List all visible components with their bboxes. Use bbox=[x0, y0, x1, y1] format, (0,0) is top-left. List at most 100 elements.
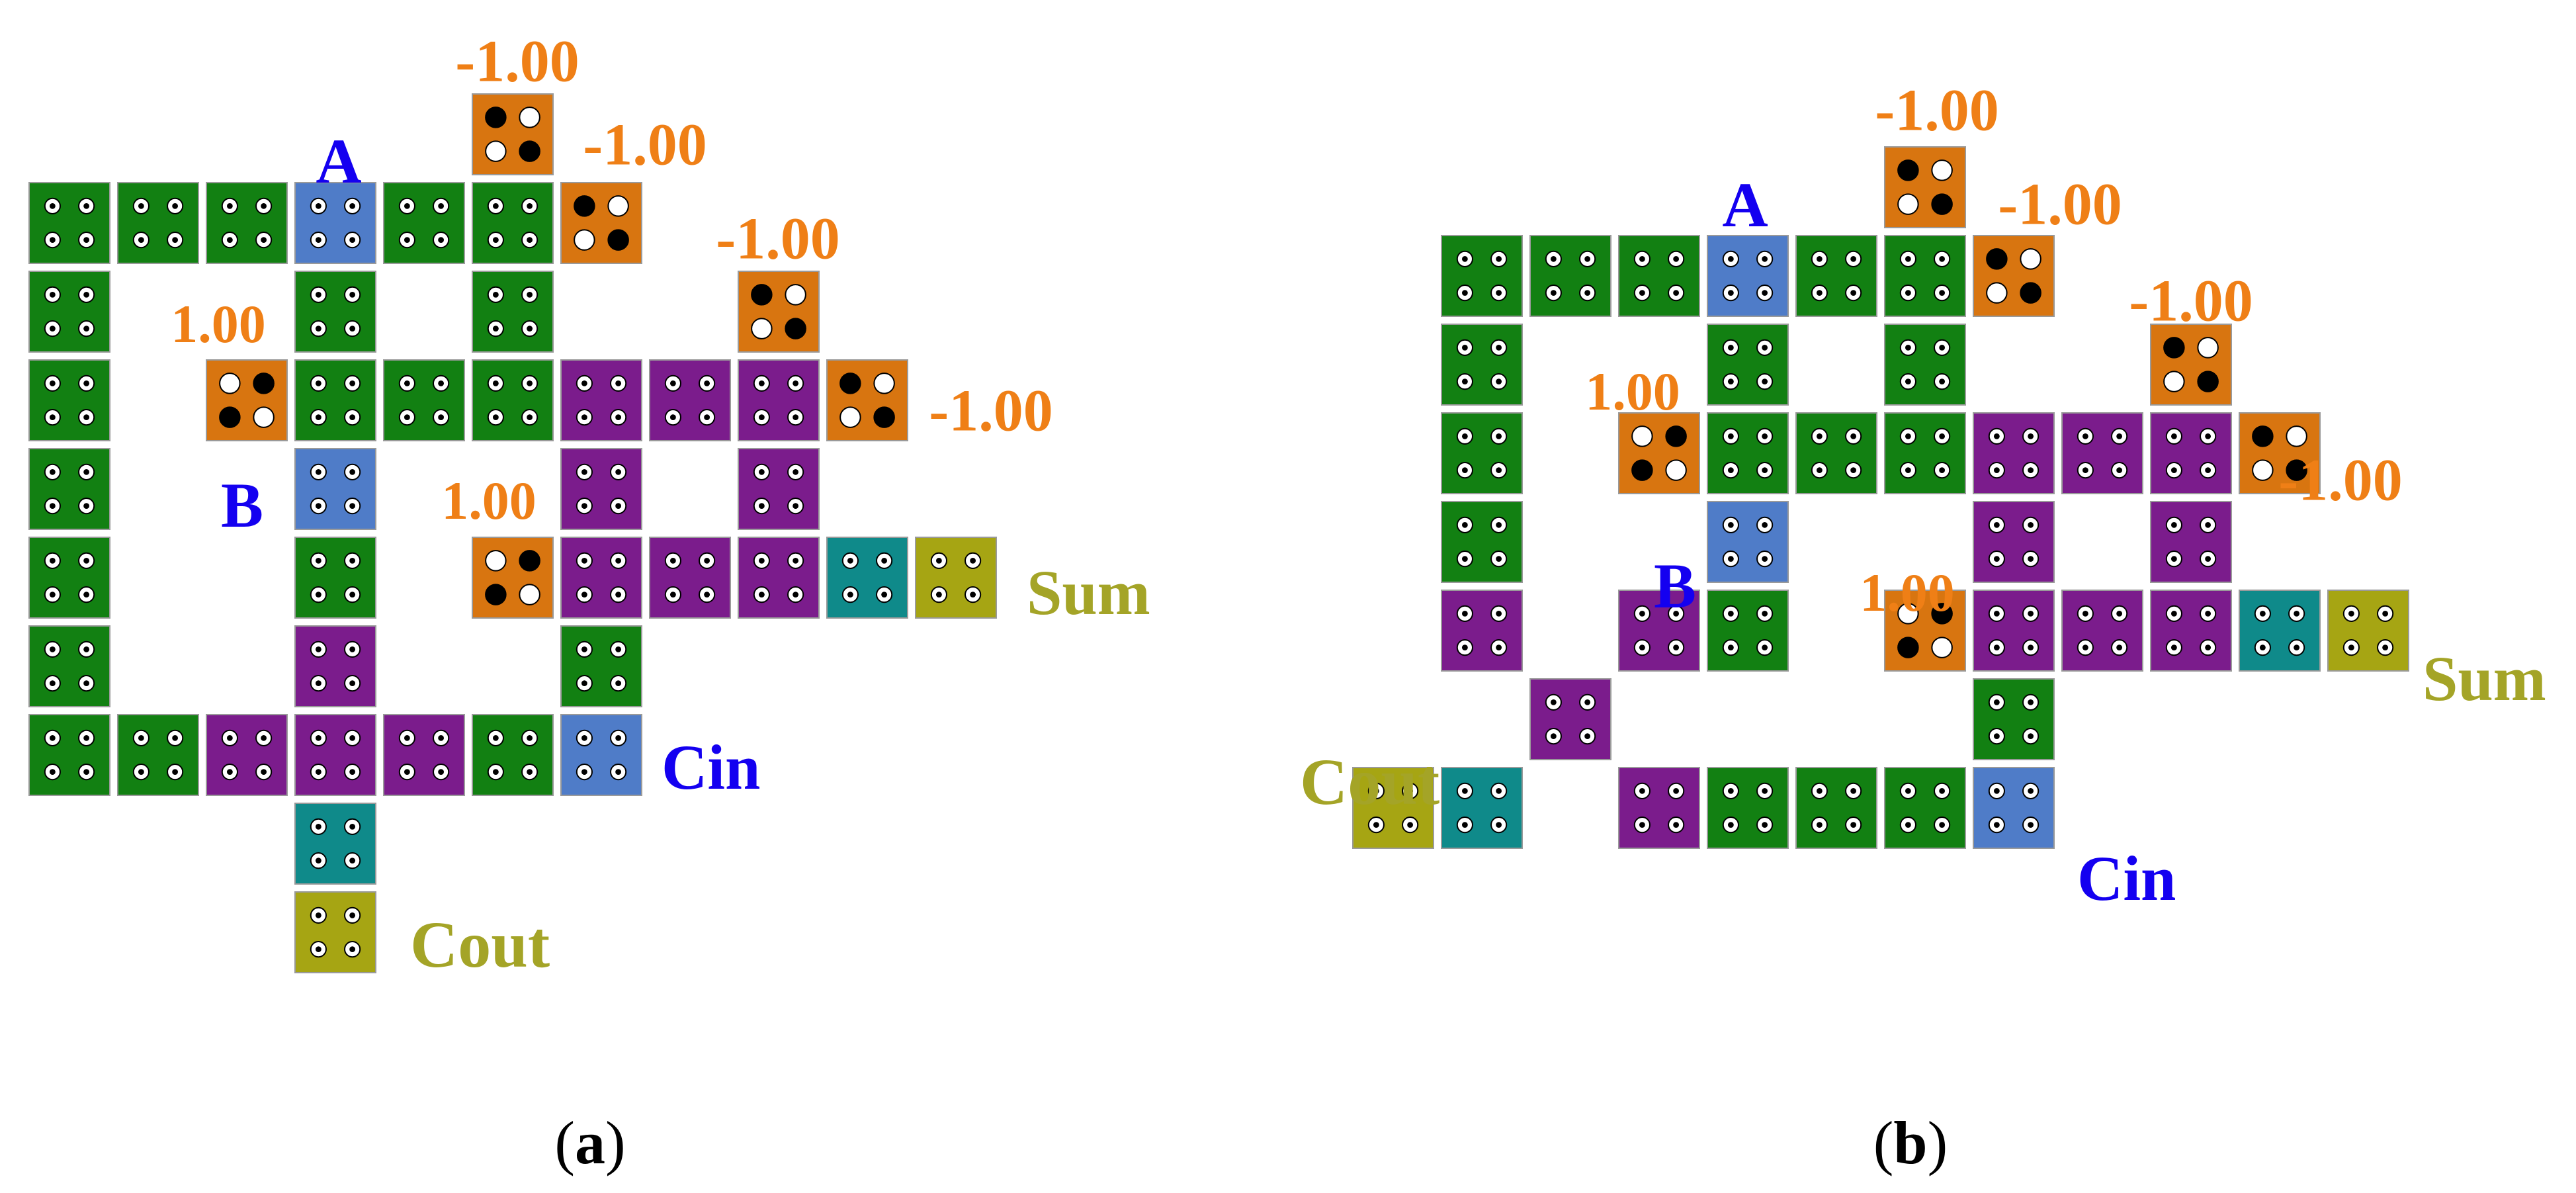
cell-body bbox=[826, 359, 908, 441]
quantum-dot-empty bbox=[1986, 282, 2008, 304]
quantum-dot-center bbox=[1639, 644, 1645, 651]
quantum-dot-center bbox=[438, 202, 445, 209]
quantum-dot-center bbox=[1727, 556, 1734, 562]
quantum-dot-center bbox=[438, 380, 445, 386]
quantum-dot-center bbox=[83, 237, 90, 243]
qca-cell-wire bbox=[1884, 324, 1966, 406]
cell-body bbox=[383, 359, 465, 441]
quantum-dot-center bbox=[2259, 644, 2266, 651]
cell-body bbox=[2150, 412, 2232, 494]
quantum-dot-center bbox=[1727, 610, 1734, 617]
cell-body bbox=[1707, 235, 1789, 317]
cell-body bbox=[117, 714, 199, 796]
qca-cell-output bbox=[1352, 767, 1434, 849]
quantum-dot-center bbox=[1727, 822, 1734, 828]
cell-body bbox=[2239, 412, 2321, 494]
quantum-dot-center bbox=[49, 414, 56, 421]
qca-cell-majority bbox=[738, 359, 820, 441]
quantum-dot-center bbox=[49, 503, 56, 509]
quantum-dot-center bbox=[2028, 521, 2034, 528]
quantum-dot-center bbox=[1496, 521, 1502, 528]
quantum-dot-center bbox=[1762, 467, 1768, 474]
quantum-dot-center bbox=[261, 237, 267, 243]
cell-body bbox=[1795, 767, 1877, 849]
qca-cell-wire bbox=[294, 271, 376, 353]
quantum-dot-center bbox=[492, 380, 499, 386]
quantum-dot-center bbox=[1850, 433, 1857, 439]
quantum-dot-center bbox=[315, 503, 322, 509]
quantum-dot-center bbox=[1850, 290, 1857, 296]
cell-body bbox=[294, 537, 376, 619]
quantum-dot-center bbox=[349, 237, 356, 243]
quantum-dot-empty bbox=[519, 107, 540, 128]
quantum-dot-empty bbox=[253, 406, 275, 428]
quantum-dot-center bbox=[1727, 644, 1734, 651]
quantum-dot-center bbox=[758, 468, 765, 475]
quantum-dot-center bbox=[315, 912, 322, 918]
qca-cell-output bbox=[915, 537, 997, 619]
qca-cell-wire bbox=[28, 359, 110, 441]
quantum-dot-center bbox=[1727, 255, 1734, 262]
quantum-dot-center bbox=[49, 557, 56, 564]
quantum-dot-center bbox=[1461, 290, 1468, 296]
quantum-dot-center bbox=[83, 646, 90, 652]
port-label-sum: Sum bbox=[1027, 557, 1150, 628]
quantum-dot-center bbox=[1762, 610, 1768, 617]
quantum-dot-center bbox=[315, 468, 322, 475]
quantum-dot-center bbox=[1816, 433, 1823, 439]
quantum-dot-center bbox=[758, 414, 765, 421]
quantum-dot-electron bbox=[1897, 637, 1919, 658]
qca-cell-wire bbox=[472, 359, 554, 441]
quantum-dot-center bbox=[2170, 467, 2177, 474]
quantum-dot-center bbox=[581, 380, 587, 386]
quantum-dot-center bbox=[1550, 290, 1557, 296]
quantum-dot-center bbox=[1762, 521, 1768, 528]
quantum-dot-center bbox=[1584, 290, 1591, 296]
qca-cell-wire bbox=[1884, 412, 1966, 494]
quantum-dot-center bbox=[138, 202, 144, 209]
cell-body bbox=[649, 537, 731, 619]
quantum-dot-center bbox=[315, 858, 322, 864]
quantum-dot-empty bbox=[2163, 371, 2185, 392]
quantum-dot-electron bbox=[1931, 193, 1953, 215]
cell-body bbox=[1441, 501, 1523, 583]
quantum-dot-center bbox=[581, 680, 587, 687]
qca-cell-majority bbox=[1973, 590, 2055, 672]
cell-body bbox=[28, 714, 110, 796]
quantum-dot-center bbox=[492, 769, 499, 775]
cell-body bbox=[1441, 324, 1523, 406]
quantum-dot-center bbox=[2348, 610, 2354, 617]
quantum-dot-center bbox=[2028, 787, 2034, 794]
cell-body bbox=[560, 448, 642, 530]
quantum-dot-center bbox=[492, 734, 499, 741]
quantum-dot-center bbox=[49, 734, 56, 741]
quantum-dot-center bbox=[704, 380, 710, 386]
quantum-dot-center bbox=[704, 414, 710, 421]
port-label-cout: Cout bbox=[1300, 745, 1439, 818]
cell-body bbox=[1973, 235, 2055, 317]
quantum-dot-center bbox=[615, 414, 622, 421]
quantum-dot-center bbox=[315, 734, 322, 741]
quantum-dot-center bbox=[349, 646, 356, 652]
quantum-dot-center bbox=[2028, 467, 2034, 474]
quantum-dot-empty bbox=[485, 140, 507, 162]
quantum-dot-center bbox=[1496, 433, 1502, 439]
cell-body bbox=[28, 537, 110, 619]
cell-body bbox=[294, 448, 376, 530]
quantum-dot-center bbox=[1373, 787, 1379, 794]
quantum-dot-electron bbox=[219, 406, 241, 428]
cell-body bbox=[294, 891, 376, 973]
quantum-dot-empty bbox=[1897, 193, 1919, 215]
polarization-label: 1.00 bbox=[441, 470, 537, 531]
qca-cell-wire bbox=[1529, 235, 1611, 317]
quantum-dot-center bbox=[581, 734, 587, 741]
qca-cell-majority bbox=[1618, 590, 1700, 672]
qca-cell-wire bbox=[1618, 235, 1700, 317]
quantum-dot-center bbox=[527, 202, 533, 209]
quantum-dot-center bbox=[349, 202, 356, 209]
quantum-dot-center bbox=[1639, 255, 1645, 262]
quantum-dot-center bbox=[315, 646, 322, 652]
qca-cell-wire bbox=[28, 714, 110, 796]
quantum-dot-center bbox=[1461, 822, 1468, 828]
qca-cell-wire bbox=[1884, 767, 1966, 849]
